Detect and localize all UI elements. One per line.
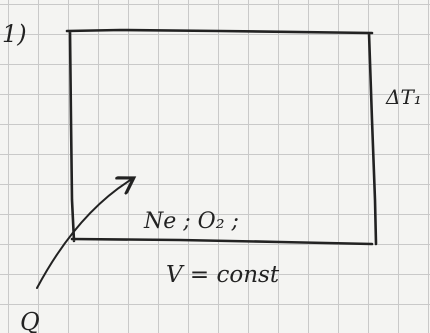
gas-label: Ne ; O₂ ; [143, 209, 239, 234]
heat-arrow [36, 179, 132, 289]
delta-label: ΔT₁ [385, 85, 422, 109]
condition-label: V = const [166, 262, 280, 288]
case-number: 1) [2, 20, 27, 48]
heat-label: Q [20, 308, 40, 333]
container-box [65, 28, 378, 246]
